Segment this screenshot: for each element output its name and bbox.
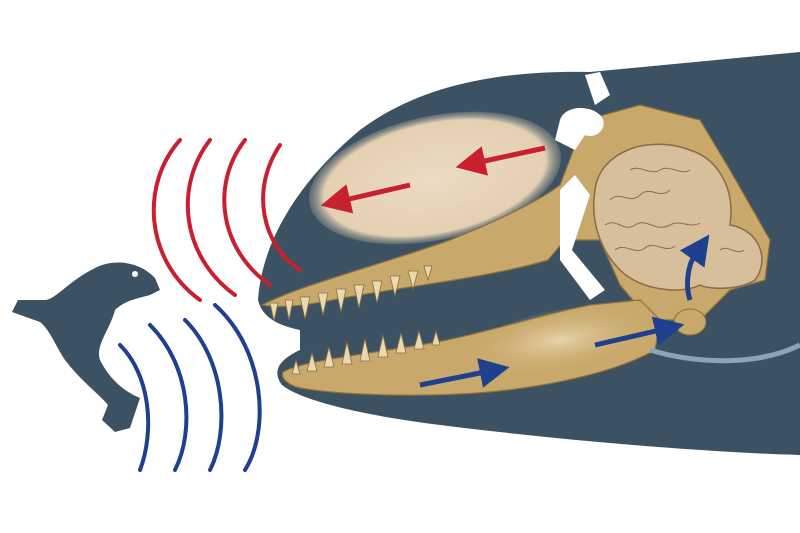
acoustic-fat (471, 306, 649, 374)
nasal-passage-upper (585, 72, 610, 105)
incoming-arrow-2 (594, 316, 685, 348)
blue-wave-4 (213, 303, 262, 472)
skull-gap (560, 175, 605, 300)
blue-wave-3 (183, 318, 224, 472)
red-wave-3 (222, 138, 272, 287)
outgoing-arrow-1 (455, 145, 546, 176)
lower-teeth (291, 329, 441, 375)
brain-folds (604, 167, 745, 253)
upper-teeth (269, 265, 433, 322)
sound-channel (649, 342, 800, 364)
brain (593, 143, 763, 291)
melon (309, 111, 561, 245)
blue-wave-2 (148, 323, 189, 472)
red-wave-2 (185, 138, 237, 297)
red-wave-4 (261, 143, 302, 272)
blue-wave-1 (118, 343, 151, 472)
returning-sound-waves (118, 303, 262, 472)
nasal-passage (555, 108, 604, 150)
incoming-arrow-1 (419, 358, 510, 388)
ear-bone (673, 308, 707, 336)
red-wave-1 (151, 138, 202, 302)
fish-eye (132, 271, 138, 277)
incoming-arrow-3 (679, 234, 710, 301)
outgoing-sound-waves (151, 138, 302, 302)
fish (12, 262, 160, 432)
outgoing-arrow-2 (320, 182, 411, 214)
